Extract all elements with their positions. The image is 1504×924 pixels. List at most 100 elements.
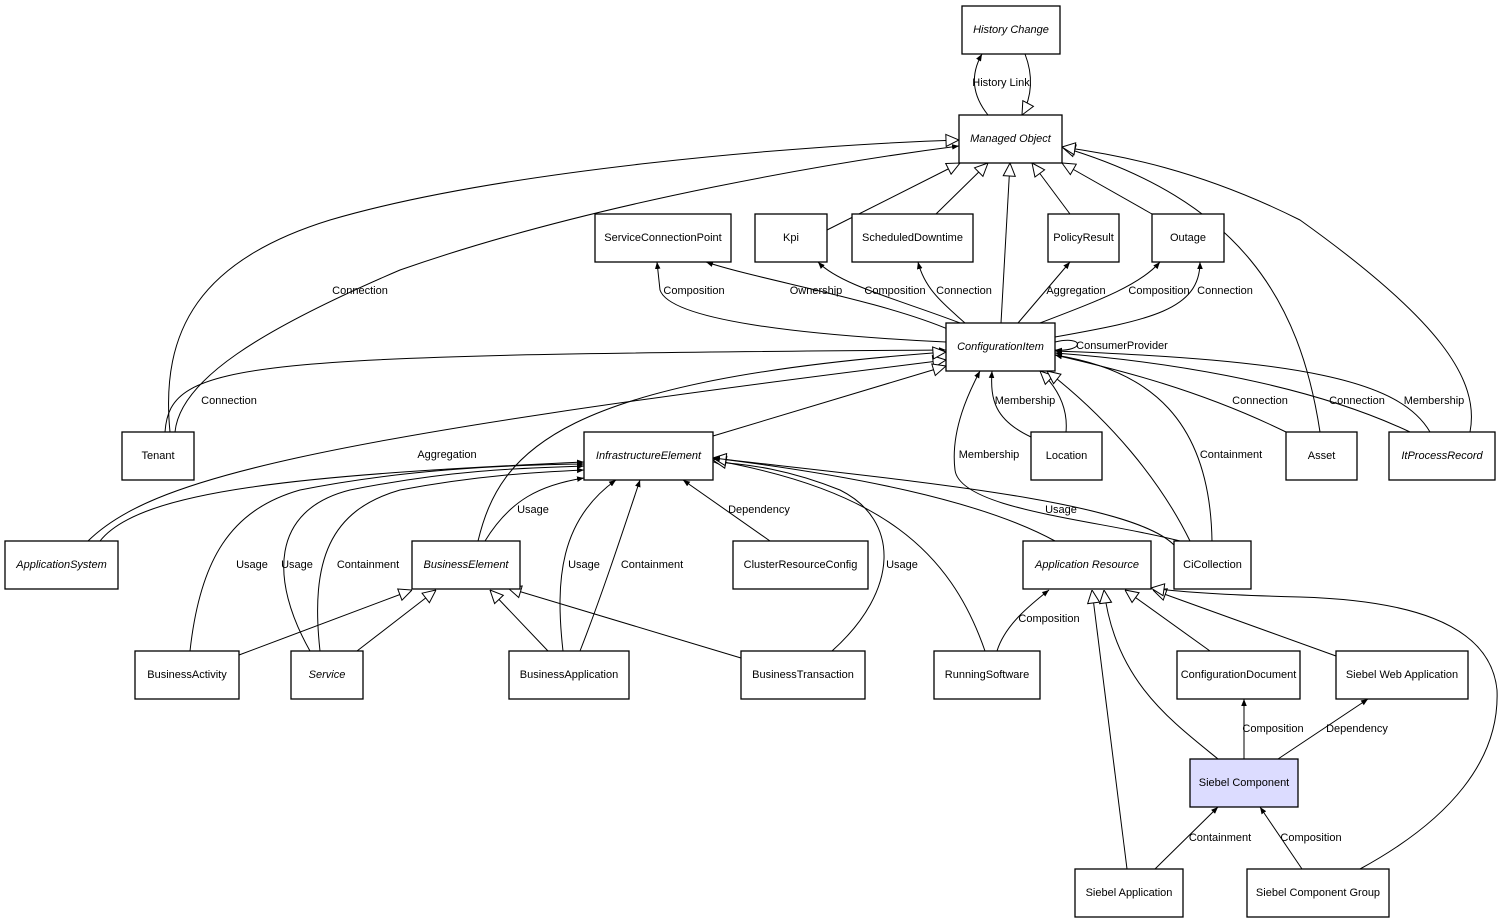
node-box[interactable]	[740, 650, 866, 700]
node-box[interactable]	[134, 650, 240, 700]
node-scheduled-downtime[interactable]: ScheduledDowntime	[851, 213, 974, 263]
node-siebel-component[interactable]: Siebel Component	[1189, 758, 1299, 808]
generalization-arrow	[1151, 588, 1498, 870]
association-arrow	[1054, 353, 1287, 433]
node-box[interactable]	[4, 540, 119, 590]
edge-location-to-configuration-item	[1040, 371, 1067, 433]
node-asset[interactable]: Asset	[1285, 431, 1358, 481]
node-box[interactable]	[1074, 868, 1184, 918]
generalization-arrow	[490, 590, 549, 652]
node-box[interactable]	[1173, 540, 1252, 590]
node-box[interactable]	[1388, 431, 1496, 481]
node-outage[interactable]: Outage	[1151, 213, 1225, 263]
node-tenant[interactable]: Tenant	[121, 431, 195, 481]
node-kpi[interactable]: Kpi	[754, 213, 828, 263]
node-box[interactable]	[1022, 540, 1152, 590]
node-policy-result[interactable]: PolicyResult	[1047, 213, 1120, 263]
generalization-arrow	[1153, 590, 1337, 657]
node-siebel-component-group[interactable]: Siebel Component Group	[1246, 868, 1390, 918]
node-box[interactable]	[121, 431, 195, 481]
association-arrow	[1054, 353, 1213, 542]
node-application-resource[interactable]: Application Resource	[1022, 540, 1152, 590]
node-label: CiCollection	[1183, 559, 1242, 571]
edge-label: Connection	[332, 285, 388, 297]
edge-label: Containment	[1200, 449, 1262, 461]
node-application-system[interactable]: ApplicationSystem	[4, 540, 119, 590]
node-business-activity[interactable]: BusinessActivity	[134, 650, 240, 700]
node-siebel-web-application[interactable]: Siebel Web Application	[1335, 650, 1469, 700]
edge-label: Composition	[1280, 832, 1341, 844]
node-service[interactable]: Service	[290, 650, 364, 700]
edge-application-system-to-configuration-item	[87, 360, 946, 542]
node-service-connection-point[interactable]: ServiceConnectionPoint	[594, 213, 732, 263]
association-arrow	[1154, 806, 1219, 870]
node-configuration-item[interactable]: ConfigurationItem	[945, 322, 1056, 372]
node-box[interactable]	[1151, 213, 1225, 263]
node-box[interactable]	[1189, 758, 1299, 808]
node-box[interactable]	[594, 213, 732, 263]
node-ci-collection[interactable]: CiCollection	[1173, 540, 1252, 590]
edge-service-to-infrastructure-element: Containment	[317, 467, 585, 652]
edge-siebel-application-to-siebel-component: Containment	[1154, 806, 1251, 870]
node-box[interactable]	[754, 213, 828, 263]
generalization-arrow	[1062, 163, 1153, 215]
edge-asset-to-managed-object	[1062, 147, 1321, 433]
node-label: BusinessTransaction	[752, 669, 854, 681]
node-box[interactable]	[290, 650, 364, 700]
node-label: Kpi	[783, 232, 799, 244]
node-label: Siebel Application	[1086, 887, 1173, 899]
node-label: Managed Object	[970, 133, 1052, 145]
edge-business-transaction-to-infrastructure-element: Usage	[712, 459, 918, 652]
node-box[interactable]	[583, 431, 714, 481]
node-box[interactable]	[851, 213, 974, 263]
edge-service-to-infrastructure-element: Usage	[281, 463, 585, 652]
node-box[interactable]	[1030, 431, 1103, 481]
node-it-process-record[interactable]: ItProcessRecord	[1388, 431, 1496, 481]
node-managed-object[interactable]: Managed Object	[958, 114, 1063, 164]
node-running-software[interactable]: RunningSoftware	[933, 650, 1041, 700]
node-box[interactable]	[1335, 650, 1469, 700]
association-arrow	[996, 589, 1050, 652]
edge-it-process-record-to-configuration-item: Connection	[1054, 350, 1411, 433]
edge-label: Composition	[663, 285, 724, 297]
edge-label: Containment	[621, 559, 683, 571]
node-location[interactable]: Location	[1030, 431, 1103, 481]
node-business-element[interactable]: BusinessElement	[411, 540, 521, 590]
generalization-arrow	[1104, 590, 1219, 760]
node-box[interactable]	[958, 114, 1063, 164]
node-box[interactable]	[1246, 868, 1390, 918]
node-box[interactable]	[411, 540, 521, 590]
node-box[interactable]	[1047, 213, 1120, 263]
node-cluster-resource-config[interactable]: ClusterResourceConfig	[732, 540, 869, 590]
edge-business-element-to-configuration-item	[477, 352, 946, 542]
edge-siebel-component-to-siebel-web-application: Dependency	[1277, 698, 1388, 760]
association-arrow	[283, 463, 585, 652]
node-box[interactable]	[1285, 431, 1358, 481]
node-box[interactable]	[732, 540, 869, 590]
node-box[interactable]	[1176, 650, 1301, 700]
edge-configuration-item-to-managed-object	[1000, 163, 1010, 324]
node-box[interactable]	[961, 5, 1061, 55]
generalization-arrow	[508, 588, 742, 659]
node-business-transaction[interactable]: BusinessTransaction	[740, 650, 866, 700]
node-infrastructure-element[interactable]: InfrastructureElement	[583, 431, 714, 481]
node-box[interactable]	[945, 322, 1056, 372]
generalization-arrow	[713, 458, 1056, 542]
node-business-application[interactable]: BusinessApplication	[508, 650, 630, 700]
node-configuration-document[interactable]: ConfigurationDocument	[1176, 650, 1301, 700]
edge-business-element-to-infrastructure-element: Usage	[484, 476, 585, 542]
node-box[interactable]	[933, 650, 1041, 700]
edge-configuration-item-to-configuration-item: ConsumerProvider	[1054, 339, 1168, 354]
edge-ci-collection-to-configuration-item: Containment	[1054, 353, 1262, 542]
node-label: ApplicationSystem	[15, 559, 107, 571]
node-history-change[interactable]: History Change	[961, 5, 1061, 55]
edge-ci-collection-to-configuration-item	[1047, 371, 1191, 542]
edge-label: Membership	[1404, 395, 1465, 407]
edge-siebel-application-to-application-resource	[1092, 590, 1128, 870]
node-siebel-application[interactable]: Siebel Application	[1074, 868, 1184, 918]
association-arrow	[705, 261, 951, 331]
generalization-arrow	[1022, 53, 1031, 115]
association-arrow	[317, 467, 585, 652]
association-arrow	[484, 476, 585, 542]
node-box[interactable]	[508, 650, 630, 700]
